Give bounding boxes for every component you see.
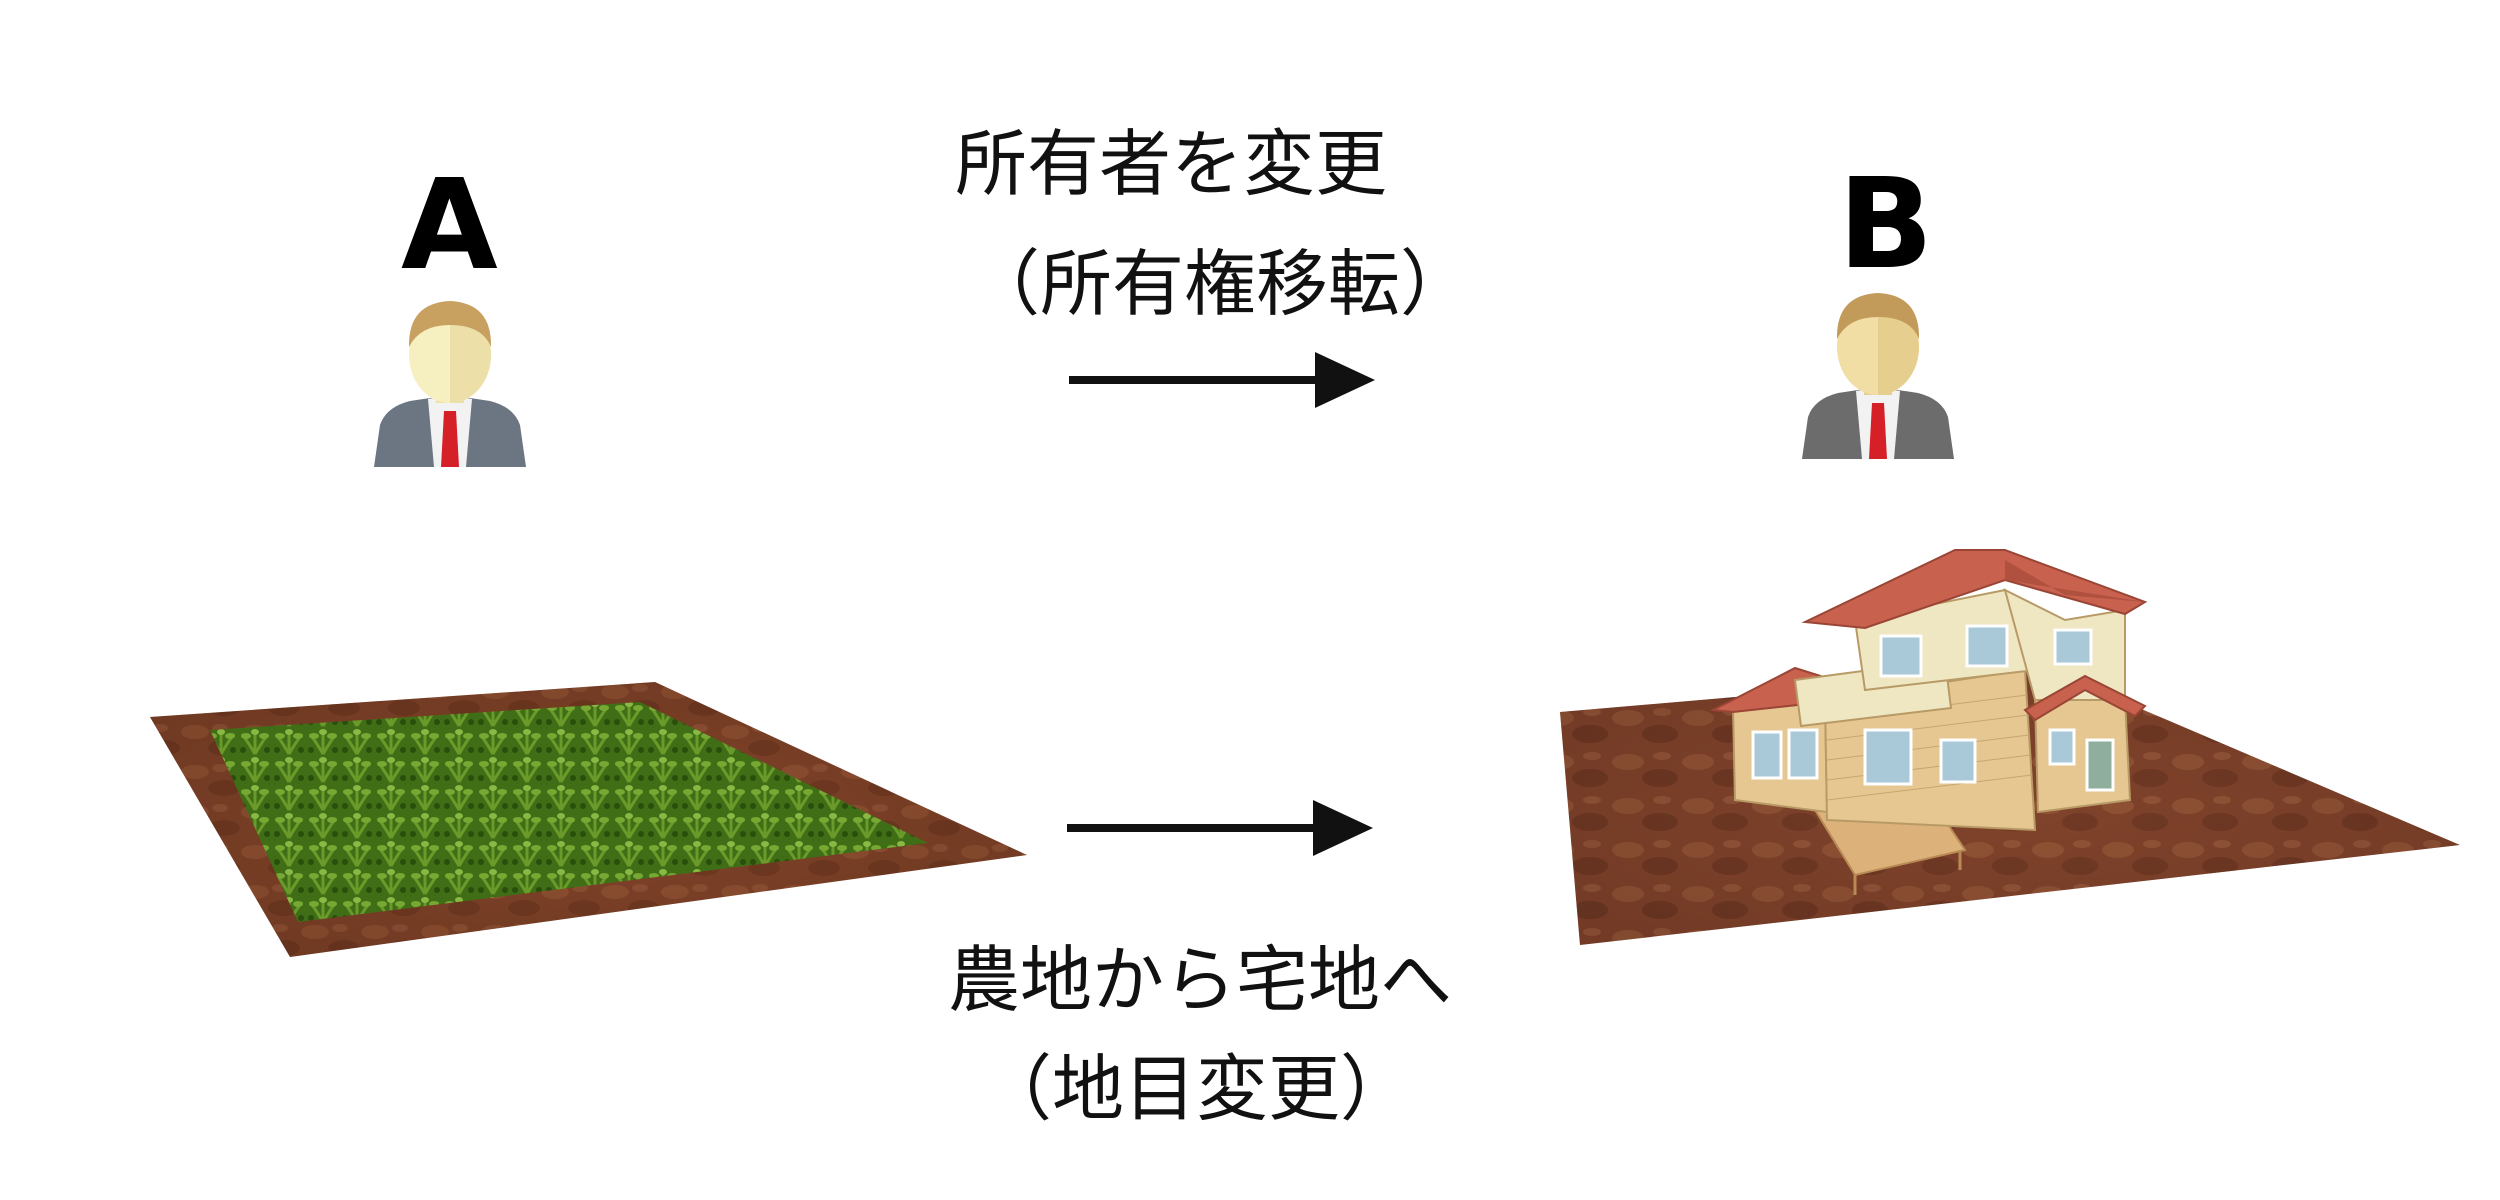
farmland-soil-border (150, 682, 1027, 957)
person-b-hair (1836, 293, 1920, 339)
person-b-tie (1869, 403, 1887, 459)
person-a-hair (408, 301, 492, 347)
land-use-arrow-head (1313, 800, 1373, 856)
farmland-crop-field (210, 702, 928, 922)
land-use-change-title: 農地から宅地へ (948, 938, 1453, 1022)
person-a-tie (441, 411, 459, 467)
ownership-arrow (1069, 352, 1375, 408)
person-a-icon (374, 301, 526, 467)
land-use-arrow (1067, 800, 1373, 856)
house-window (1965, 624, 2009, 668)
house-window (2048, 728, 2076, 766)
person-b-label: B (1838, 152, 1934, 297)
house-porch-roof (2023, 674, 2147, 722)
person-b-icon (1802, 293, 1954, 459)
ownership-change-subtitle: （所有権移転） (968, 242, 1473, 326)
ownership-arrow-head (1315, 352, 1375, 408)
person-a-label: A (401, 153, 498, 298)
house-window (1879, 634, 1923, 678)
house-window (2053, 628, 2093, 666)
ownership-change-title: 所有者を変更 (955, 122, 1388, 206)
house-window (1787, 728, 1819, 780)
house-window (1863, 728, 1913, 786)
house-door (2085, 738, 2115, 792)
house-gable-roof (2005, 560, 2145, 602)
farmland-soil-shade (150, 682, 1027, 957)
house-main-roof (1801, 549, 2148, 630)
land-use-change-subtitle: （地目変更） (980, 1047, 1413, 1131)
house-illustration (1709, 549, 2148, 895)
house-window (1939, 738, 1977, 784)
house-window (1751, 730, 1783, 780)
